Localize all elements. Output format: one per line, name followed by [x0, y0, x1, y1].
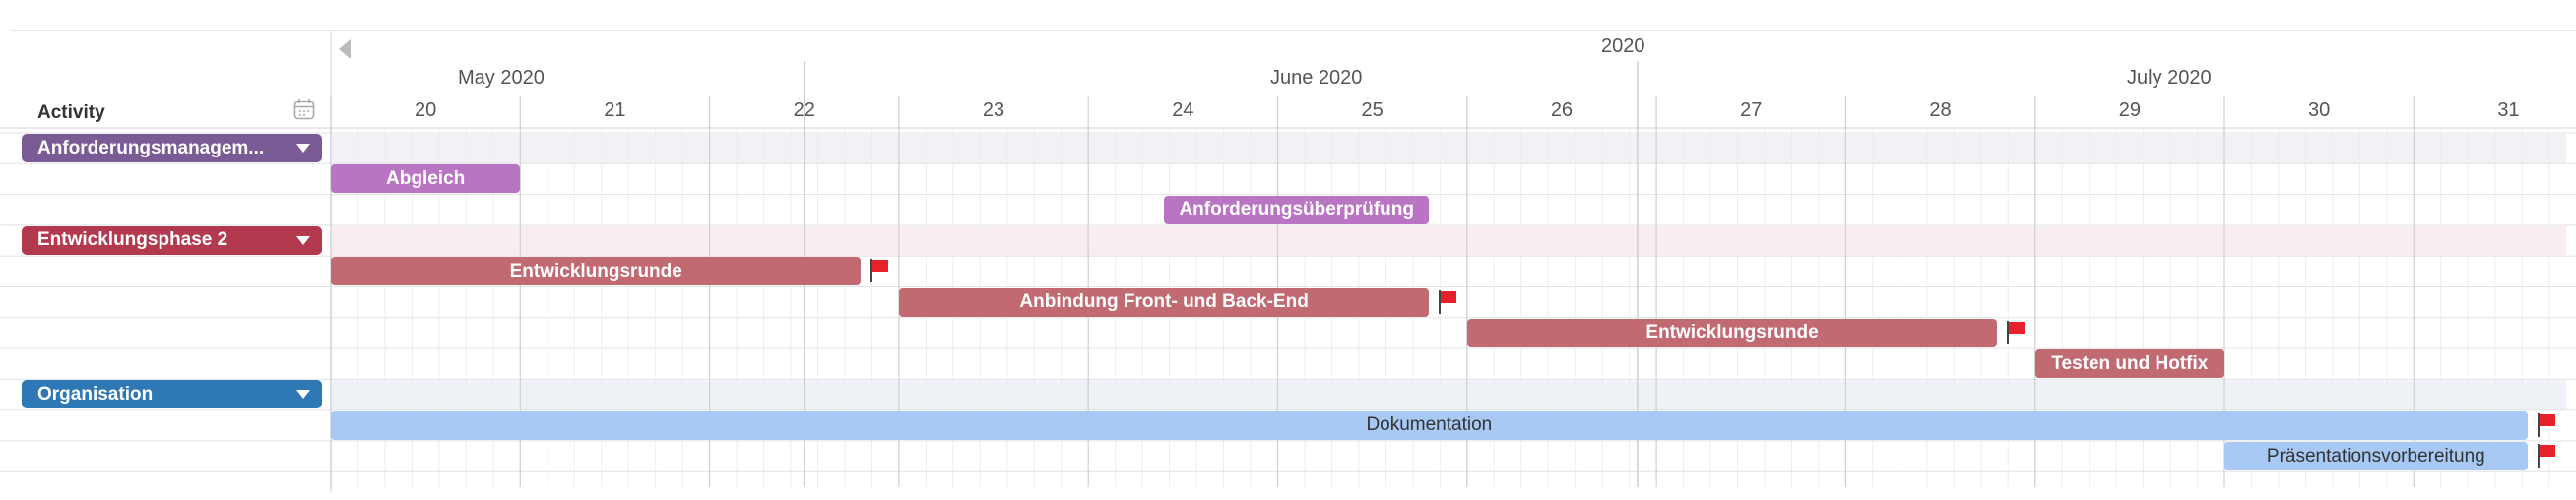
week-label: 30 — [2308, 99, 2331, 121]
group-header[interactable]: Anforderungsmanagem... — [22, 134, 322, 162]
month-label: June 2020 — [1270, 67, 1363, 89]
group-band — [331, 225, 2566, 257]
week-label: 26 — [1550, 99, 1574, 121]
group-band — [331, 380, 2566, 410]
week-label: 29 — [2118, 99, 2141, 121]
week-label: 25 — [1361, 99, 1384, 121]
week-label: 24 — [1172, 99, 1194, 121]
milestone-flag-icon[interactable] — [2005, 320, 2027, 345]
week-label: 21 — [604, 99, 626, 121]
group-label: Anforderungsmanagem... — [37, 137, 265, 158]
chevron-down-icon[interactable] — [296, 235, 310, 245]
month-label: July 2020 — [2127, 67, 2212, 89]
task-bar[interactable]: Entwicklungsrunde — [1466, 318, 1998, 347]
calendar-icon[interactable] — [293, 98, 315, 120]
task-bar[interactable]: Dokumentation — [331, 410, 2528, 440]
task-bar[interactable]: Testen und Hotfix — [2034, 349, 2224, 379]
group-header[interactable]: Entwicklungsphase 2 — [22, 225, 322, 255]
milestone-flag-icon[interactable] — [869, 258, 890, 283]
chevron-down-icon[interactable] — [296, 390, 310, 400]
task-bar[interactable]: Präsentationsvorbereitung — [2224, 442, 2528, 470]
task-bar[interactable]: Anbindung Front- und Back-End — [898, 287, 1430, 317]
milestone-flag-icon[interactable] — [2536, 443, 2557, 469]
week-label: 23 — [982, 99, 1005, 121]
chevron-down-icon[interactable] — [296, 144, 310, 153]
week-label: 28 — [1929, 99, 1952, 121]
task-bar[interactable]: Anforderungsüberprüfung — [1164, 195, 1430, 224]
group-label: Organisation — [37, 383, 154, 405]
timeline-year: 2020 — [1601, 35, 1645, 57]
week-label: 31 — [2497, 99, 2520, 121]
month-label: May 2020 — [458, 67, 545, 89]
group-label: Entwicklungsphase 2 — [37, 229, 228, 251]
milestone-flag-icon[interactable] — [2536, 412, 2557, 438]
group-band — [331, 134, 2566, 164]
activity-column-title: Activity — [37, 102, 105, 123]
week-label: 27 — [1740, 99, 1763, 121]
task-bar[interactable]: Entwicklungsrunde — [331, 257, 862, 286]
task-bar[interactable]: Abgleich — [331, 164, 521, 194]
milestone-flag-icon[interactable] — [1437, 289, 1458, 315]
group-header[interactable]: Organisation — [22, 380, 322, 409]
week-label: 20 — [415, 99, 437, 121]
week-label: 22 — [793, 99, 815, 121]
scroll-left-icon[interactable] — [339, 39, 351, 59]
